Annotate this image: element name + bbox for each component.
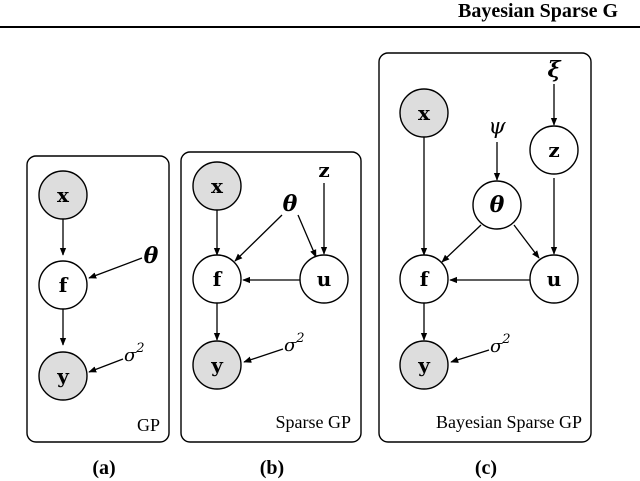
node-y-label: y <box>56 364 70 388</box>
panel-c-caption: Bayesian Sparse GP <box>436 412 582 432</box>
panel-b-caption: Sparse GP <box>276 412 352 432</box>
subfigure-a-label: (a) <box>92 457 115 479</box>
sigma-symbol: σ <box>124 345 137 366</box>
node-x-label: x <box>57 183 70 207</box>
sigma-symbol: σ <box>284 335 297 356</box>
panel-c: x f y u θ z ψ ξ σ2 Bayesian Sparse GP (c… <box>378 52 592 479</box>
page-header-title: Bayesian Sparse G <box>458 0 619 22</box>
sigma-symbol: σ <box>490 336 503 357</box>
node-f <box>192 254 242 304</box>
node-f-label: f <box>213 267 223 291</box>
panel-b: x f y u θ z σ2 Sparse GP (b) <box>180 151 362 479</box>
node-u-label: u <box>547 267 562 291</box>
edge-sigma-y <box>450 349 490 363</box>
node-x <box>192 161 242 211</box>
node-x-label: x <box>211 174 224 198</box>
node-f <box>38 260 88 310</box>
edge-theta-f <box>234 214 283 262</box>
node-y-label: y <box>210 353 224 377</box>
param-psi-label: ψ <box>488 115 506 140</box>
node-theta-label: θ <box>490 192 505 218</box>
subfigure-c-label: (c) <box>475 457 497 479</box>
node-x <box>399 88 449 138</box>
param-sigma-label: σ2 <box>490 332 511 357</box>
edge-theta-f <box>88 257 143 279</box>
sigma-exponent: 2 <box>501 332 510 347</box>
node-theta <box>472 180 522 230</box>
subfigure-b-label: (b) <box>260 457 284 479</box>
edge-sigma-y <box>243 348 284 363</box>
edge-sigma-y <box>88 358 124 373</box>
node-u-label: u <box>317 267 332 291</box>
panel-a-caption: GP <box>137 415 160 435</box>
param-theta-label: θ <box>283 191 298 217</box>
edge-theta-f <box>441 224 482 263</box>
sigma-exponent: 2 <box>135 341 144 356</box>
node-x-label: x <box>418 101 431 125</box>
param-sigma-label: σ2 <box>124 341 145 366</box>
node-f <box>399 254 449 304</box>
param-z-label: z <box>318 158 329 182</box>
node-y <box>399 340 449 390</box>
panel-a: x f y θ σ2 GP (a) <box>26 155 170 479</box>
node-z <box>529 125 579 175</box>
node-y <box>38 351 88 401</box>
node-y <box>192 340 242 390</box>
node-f-label: f <box>59 273 69 297</box>
node-f-label: f <box>420 267 430 291</box>
node-y-label: y <box>417 353 431 377</box>
node-u <box>529 254 579 304</box>
node-u <box>299 254 349 304</box>
header-rule <box>0 26 640 28</box>
param-sigma-label: σ2 <box>284 331 305 356</box>
param-theta-label: θ <box>144 243 159 269</box>
sigma-exponent: 2 <box>295 331 304 346</box>
edge-theta-u <box>297 214 317 258</box>
node-x <box>38 170 88 220</box>
param-xi-label: ξ <box>547 57 561 83</box>
node-z-label: z <box>548 138 559 162</box>
edge-theta-u <box>513 224 540 259</box>
